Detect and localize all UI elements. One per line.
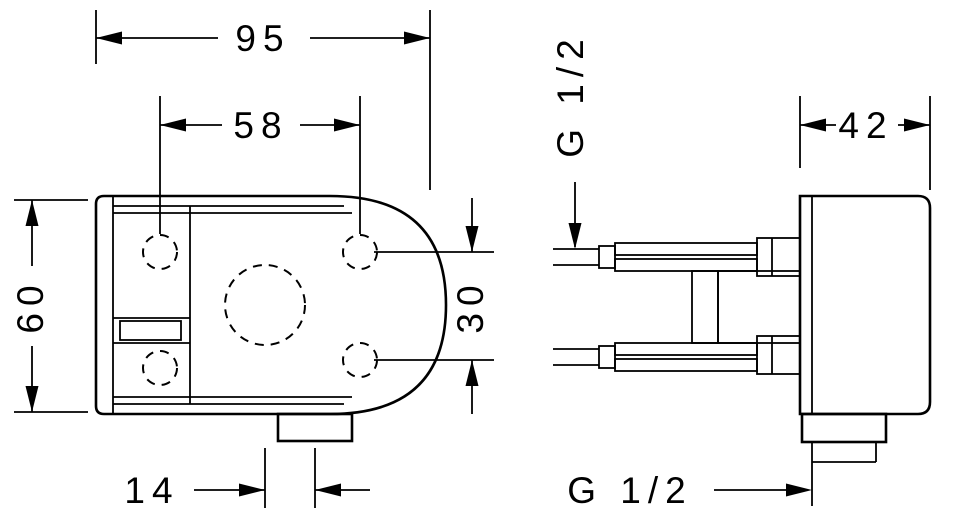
hose-outlet-tab	[276, 412, 354, 443]
arrowhead-right	[786, 483, 812, 497]
arrowhead-down	[568, 223, 582, 249]
side-body-outline	[798, 194, 932, 416]
holder-grip-knurled	[691, 270, 719, 344]
holder-body	[691, 270, 801, 344]
arrowhead-right	[904, 118, 930, 132]
thread-bottom-label: G 1/2	[567, 470, 693, 511]
arrowhead-right	[334, 118, 360, 132]
clamp-end-cap	[598, 245, 616, 269]
arrowhead-down	[465, 226, 479, 252]
arrowhead-up	[25, 200, 39, 226]
mounting-hole-top-left	[142, 234, 178, 270]
side-view	[553, 194, 932, 506]
arrowhead-up	[465, 360, 479, 386]
holder-clamp-bottom	[598, 335, 801, 375]
dim-label-hole-spacing-horizontal: 58	[233, 105, 288, 146]
arrowhead-down	[25, 386, 39, 412]
front-body-outline	[94, 194, 448, 416]
bottom-outlet	[800, 412, 888, 444]
clamp-hub	[756, 335, 801, 375]
clamp-rail-knurled	[614, 242, 758, 256]
dim-label-hole-spacing-vertical: 30	[450, 278, 491, 333]
dimension-hole-spacing-vertical: 30	[374, 198, 494, 414]
mounting-hole-top-right	[342, 234, 378, 270]
clamp-rail-knurled	[614, 358, 758, 372]
dim-label-overall-width: 95	[235, 18, 290, 59]
dim-label-depth: 42	[838, 105, 893, 146]
center-connection-hole	[224, 264, 306, 346]
label-thread-bottom: G 1/2	[567, 470, 812, 511]
holder-clamp-top	[598, 237, 801, 277]
dim-label-outlet-offset: 14	[124, 470, 179, 511]
clamp-rail-knurled	[614, 342, 758, 356]
dimension-depth: 42	[799, 96, 931, 190]
thread-top-label: G 1/2	[550, 32, 591, 158]
front-view	[94, 194, 448, 443]
dimension-overall-width: 95	[95, 10, 431, 190]
holder-clamp-lever	[119, 320, 182, 341]
arrowhead-left	[96, 31, 122, 45]
arrowhead-left	[315, 483, 341, 497]
arrowhead-left	[800, 118, 826, 132]
arrowhead-right	[404, 31, 430, 45]
clamp-hub	[756, 237, 801, 277]
dimension-overall-height: 60	[10, 199, 88, 413]
label-thread-top: G 1/2	[550, 32, 591, 249]
holder-block	[717, 270, 801, 344]
clamp-rail-knurled	[614, 258, 758, 272]
dimension-hole-spacing-horizontal: 58	[159, 96, 361, 234]
mounting-hole-bottom-left	[142, 350, 178, 386]
dimension-outlet-offset: 14	[124, 448, 370, 511]
dim-label-overall-height: 60	[10, 278, 51, 333]
clamp-end-cap	[598, 345, 616, 369]
arrowhead-right	[239, 483, 265, 497]
mounting-hole-bottom-right	[342, 342, 378, 378]
arrowhead-left	[160, 118, 186, 132]
